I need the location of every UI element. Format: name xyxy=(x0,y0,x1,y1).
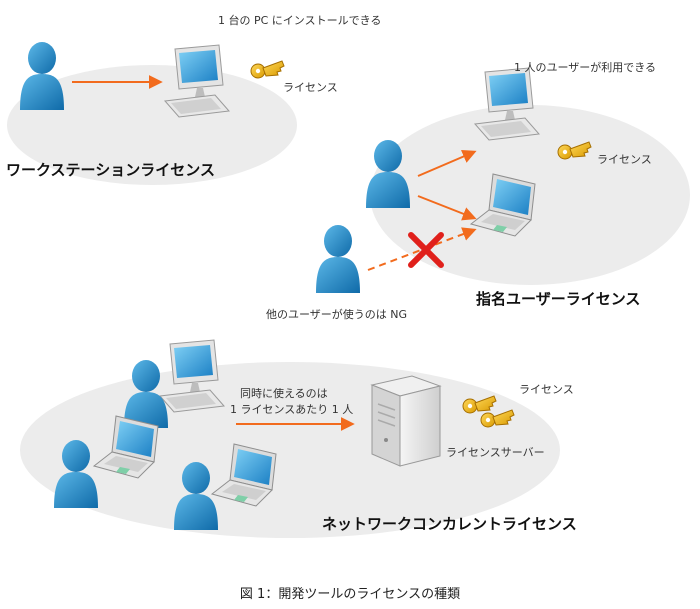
named-user-arrow-laptop xyxy=(417,195,477,221)
other-user-dashed-arrow xyxy=(367,227,477,271)
figure-caption: 図 1：開発ツールのライセンスの種類 xyxy=(240,586,460,602)
workstation-user-icon xyxy=(20,42,64,110)
concurrent-note-line1: 同時に使えるのは xyxy=(240,387,328,400)
workstation-background xyxy=(7,65,297,185)
named-user-arrow-pc xyxy=(417,149,477,177)
workstation-license-label: ライセンス xyxy=(283,81,338,94)
workstation-note: 1 台の PC にインストールできる xyxy=(218,13,381,27)
named-user-license-label: ライセンス xyxy=(597,153,652,166)
named-user-note: 1 人のユーザーが利用できる xyxy=(514,60,656,74)
workstation-title: ワークステーションライセンス xyxy=(6,161,215,179)
other-user-icon xyxy=(316,225,360,293)
license-server-label: ライセンスサーバー xyxy=(446,446,545,459)
other-user-ng-note: 他のユーザーが使うのは NG xyxy=(266,307,407,321)
concurrent-note-line2: 1 ライセンスあたり 1 人 xyxy=(230,403,353,416)
license-server-icon xyxy=(370,375,442,467)
ng-cross-icon xyxy=(408,232,444,268)
workstation-key-icon xyxy=(250,60,285,79)
concurrent-title: ネットワークコンカレントライセンス xyxy=(322,515,577,533)
named-user-title: 指名ユーザーライセンス xyxy=(476,290,640,308)
named-user-pc-icon xyxy=(474,67,540,141)
concurrent-license-label: ライセンス xyxy=(519,383,574,396)
